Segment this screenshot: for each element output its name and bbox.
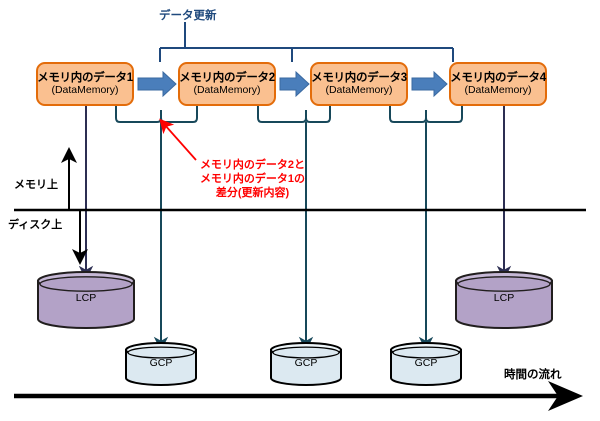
memory-axis-label: メモリ上 xyxy=(14,179,58,191)
disk-axis-label: ディスク上 xyxy=(8,219,63,231)
memory-box-3-name: メモリ内のデータ3 xyxy=(311,71,407,84)
memory-box-4-sub: (DataMemory) xyxy=(464,83,532,96)
memory-box-1-sub: (DataMemory) xyxy=(51,83,119,96)
cylinder-gcp-2 xyxy=(270,342,342,386)
memory-box-4[interactable]: メモリ内のデータ4 (DataMemory) xyxy=(449,62,547,106)
cylinder-lcp-left-label: LCP xyxy=(75,292,97,304)
flow-arrow-3-to-4 xyxy=(411,70,448,98)
flow-arrow-1-to-2 xyxy=(137,70,177,98)
memory-box-1-name: メモリ内のデータ1 xyxy=(37,71,133,84)
memory-box-2-sub: (DataMemory) xyxy=(193,83,261,96)
cylinder-gcp-1 xyxy=(125,342,197,386)
cylinder-gcp-3-label: GCP xyxy=(414,357,438,369)
cylinder-lcp-right xyxy=(455,271,553,329)
diff-annotation: メモリ内のデータ2と メモリ内のデータ1の 差分(更新内容) xyxy=(160,159,345,200)
cylinder-lcp-right-label: LCP xyxy=(493,292,515,304)
update-bracket xyxy=(159,22,454,62)
memory-box-2-name: メモリ内のデータ2 xyxy=(179,71,275,84)
cylinder-gcp-2-label: GCP xyxy=(294,357,318,369)
flow-arrow-2-to-3 xyxy=(279,70,310,98)
time-flow-arrow xyxy=(14,381,583,411)
cylinder-lcp-left xyxy=(37,271,135,329)
diff-annotation-line3: 差分(更新内容) xyxy=(215,186,290,199)
diff-brace-3 xyxy=(389,106,463,123)
memory-box-1[interactable]: メモリ内のデータ1 (DataMemory) xyxy=(36,62,134,106)
time-flow-label: 時間の流れ xyxy=(504,369,562,381)
memory-box-3-sub: (DataMemory) xyxy=(325,83,393,96)
data-update-label: データ更新 xyxy=(159,10,217,22)
diff-annotation-line2: メモリ内のデータ1の xyxy=(199,172,306,185)
memory-box-3[interactable]: メモリ内のデータ3 (DataMemory) xyxy=(310,62,408,106)
memory-box-4-name: メモリ内のデータ4 xyxy=(450,71,546,84)
memory-box-2[interactable]: メモリ内のデータ2 (DataMemory) xyxy=(178,62,276,106)
diff-annotation-line1: メモリ内のデータ2と xyxy=(199,159,306,171)
diff-annotation-arrow xyxy=(159,118,197,161)
cylinder-gcp-3 xyxy=(390,342,462,386)
diff-brace-2 xyxy=(257,106,331,123)
cylinder-gcp-1-label: GCP xyxy=(149,357,173,369)
